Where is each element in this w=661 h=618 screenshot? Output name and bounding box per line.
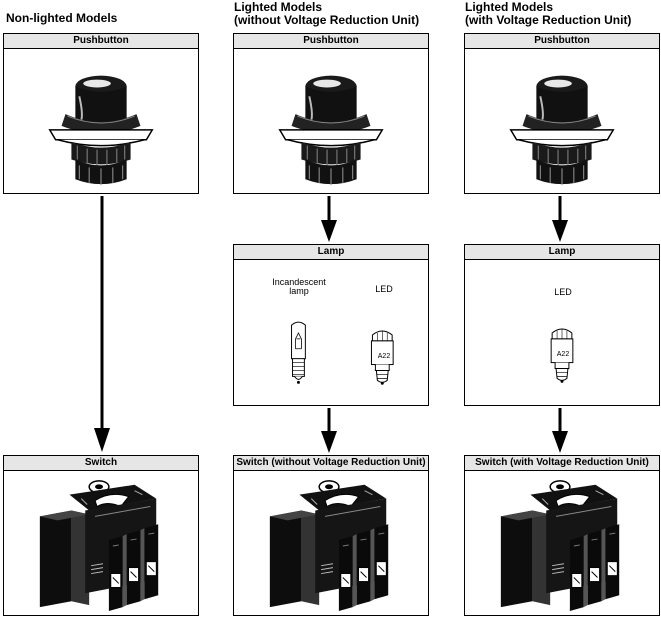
lamp-box-with-vru: Lamp LED A22 xyxy=(464,244,660,406)
pushbutton-icon xyxy=(48,74,154,187)
pushbutton-box-non-lighted: Pushbutton xyxy=(3,33,199,194)
box-header: Pushbutton xyxy=(465,34,659,49)
incandescent-label-line2: lamp xyxy=(289,286,309,296)
arrow-down-icon xyxy=(321,408,337,453)
column-title-lighted-without-vru: Lighted Models (without Voltage Reductio… xyxy=(234,1,419,27)
column-title-non-lighted: Non-lighted Models xyxy=(6,12,117,25)
pushbutton-box-with-vru: Pushbutton xyxy=(464,33,660,194)
box-header: Switch xyxy=(4,456,198,471)
column-title-line2: (with Voltage Reduction Unit) xyxy=(465,13,632,27)
switch-icon xyxy=(500,480,620,612)
lamp-box-without-vru: Lamp Incandescent lamp LED A22 xyxy=(233,244,429,406)
box-header: Switch (with Voltage Reduction Unit) xyxy=(465,456,659,471)
pushbutton-icon xyxy=(509,74,615,187)
switch-icon xyxy=(269,480,389,612)
arrow-down-icon xyxy=(552,408,568,453)
incandescent-lamp-label: Incandescent lamp xyxy=(264,278,334,296)
box-header: Pushbutton xyxy=(234,34,428,49)
arrow-down-icon xyxy=(94,196,110,452)
led-marking: A22 xyxy=(377,353,391,360)
led-label: LED xyxy=(375,284,393,294)
column-title-lighted-with-vru: Lighted Models (with Voltage Reduction U… xyxy=(465,1,631,27)
switch-box-with-vru: Switch (with Voltage Reduction Unit) xyxy=(464,455,660,616)
column-title-line2: (without Voltage Reduction Unit) xyxy=(234,13,420,27)
column-title-line1: Lighted Models xyxy=(234,0,322,14)
switch-icon xyxy=(39,480,159,612)
column-title-line1: Lighted Models xyxy=(465,0,553,14)
incandescent-label-line1: Incandescent xyxy=(272,277,326,287)
column-title-line1: Non-lighted Models xyxy=(6,11,118,25)
box-header: Lamp xyxy=(465,245,659,260)
box-header: Pushbutton xyxy=(4,34,198,49)
led-lamp-icon xyxy=(370,330,394,386)
box-header: Lamp xyxy=(234,245,428,260)
box-header: Switch (without Voltage Reduction Unit) xyxy=(234,456,428,471)
led-lamp-icon xyxy=(550,328,574,384)
switch-box-without-vru: Switch (without Voltage Reduction Unit) xyxy=(233,455,429,616)
led-label: LED xyxy=(554,287,572,297)
switch-box-non-lighted: Switch xyxy=(3,455,199,616)
led-marking: A22 xyxy=(556,351,570,358)
arrow-down-icon xyxy=(552,196,568,242)
pushbutton-icon xyxy=(278,74,384,187)
arrow-down-icon xyxy=(321,196,337,242)
pushbutton-box-without-vru: Pushbutton xyxy=(233,33,429,194)
